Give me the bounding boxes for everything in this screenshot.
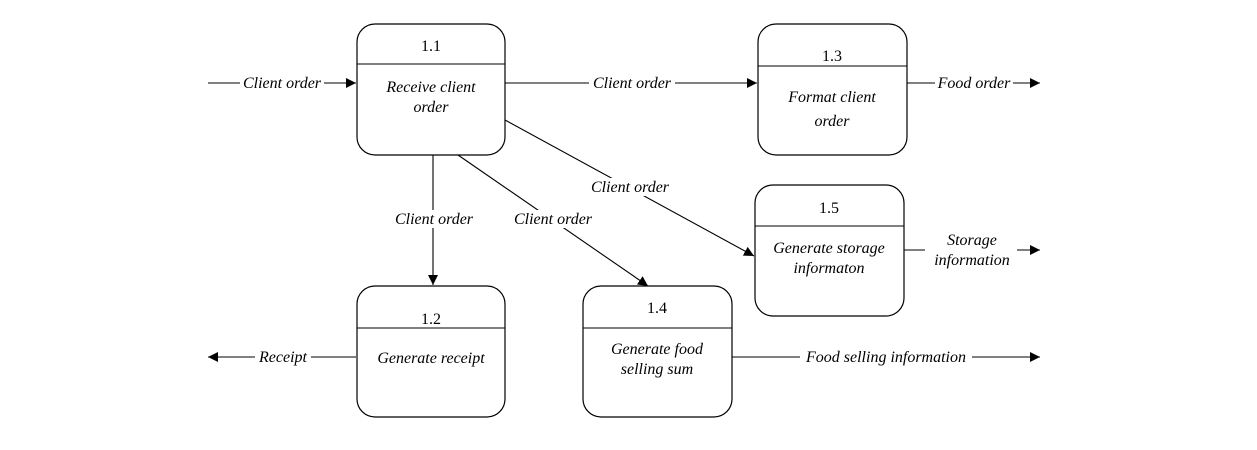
process-1-3: 1.3 Format client order (757, 23, 908, 156)
process-label-line-1: Generate storage (773, 240, 885, 257)
process-box (754, 184, 905, 317)
flow-label-p15-out-line-2: information (934, 252, 1010, 269)
process-label-line-2: selling sum (621, 361, 693, 378)
flow-label-p11-to-p13: Client order (593, 75, 672, 92)
process-label-line-1: Generate food (611, 341, 704, 358)
process-box (757, 23, 908, 156)
flow-label-p11-to-p12: Client order (395, 211, 474, 228)
flow-label-p11-to-p14: Client order (514, 211, 593, 228)
flow-label-p14-out: Food selling information (805, 349, 966, 366)
flow-labels: Client order Client order Food order Cli… (243, 75, 1011, 366)
flow-label-p12-out: Receipt (258, 349, 308, 366)
process-number: 1.3 (822, 48, 842, 65)
process-number: 1.5 (819, 200, 839, 217)
flow-label-mask (800, 348, 972, 366)
process-label-line-1: Receive client (385, 79, 476, 96)
process-label-line-1: Format client (787, 89, 876, 106)
flow-label-p15-out-line-1: Storage (947, 232, 997, 249)
process-1-1: 1.1 Receive client order (356, 23, 506, 156)
flow-label-p13-out: Food order (937, 75, 1012, 92)
flow-label-mask (586, 178, 674, 196)
process-box (582, 285, 733, 418)
process-label-line-1: Generate receipt (377, 350, 485, 367)
process-box (356, 285, 506, 418)
process-1-4: 1.4 Generate food selling sum (582, 285, 733, 418)
process-label-line-2: informaton (793, 260, 864, 277)
flow-label-masks (240, 74, 1017, 366)
process-number: 1.1 (421, 38, 441, 55)
flow-label-mask (390, 210, 478, 228)
flow-label-in-client-order: Client order (243, 75, 322, 92)
process-box (356, 23, 506, 156)
process-label-line-2: order (414, 99, 450, 116)
flow-label-mask (925, 231, 1017, 269)
flow-label-mask (935, 74, 1013, 92)
process-1-5: 1.5 Generate storage informaton (754, 184, 905, 317)
flow-label-mask (255, 348, 311, 366)
process-number: 1.2 (421, 311, 441, 328)
flow-label-p11-to-p15: Client order (591, 179, 670, 196)
flow-label-mask (589, 74, 675, 92)
flow-label-mask (509, 210, 597, 228)
process-number: 1.4 (647, 300, 667, 317)
process-label-line-2: order (815, 113, 851, 130)
flow-label-mask (240, 74, 324, 92)
process-1-2: 1.2 Generate receipt (356, 285, 506, 418)
